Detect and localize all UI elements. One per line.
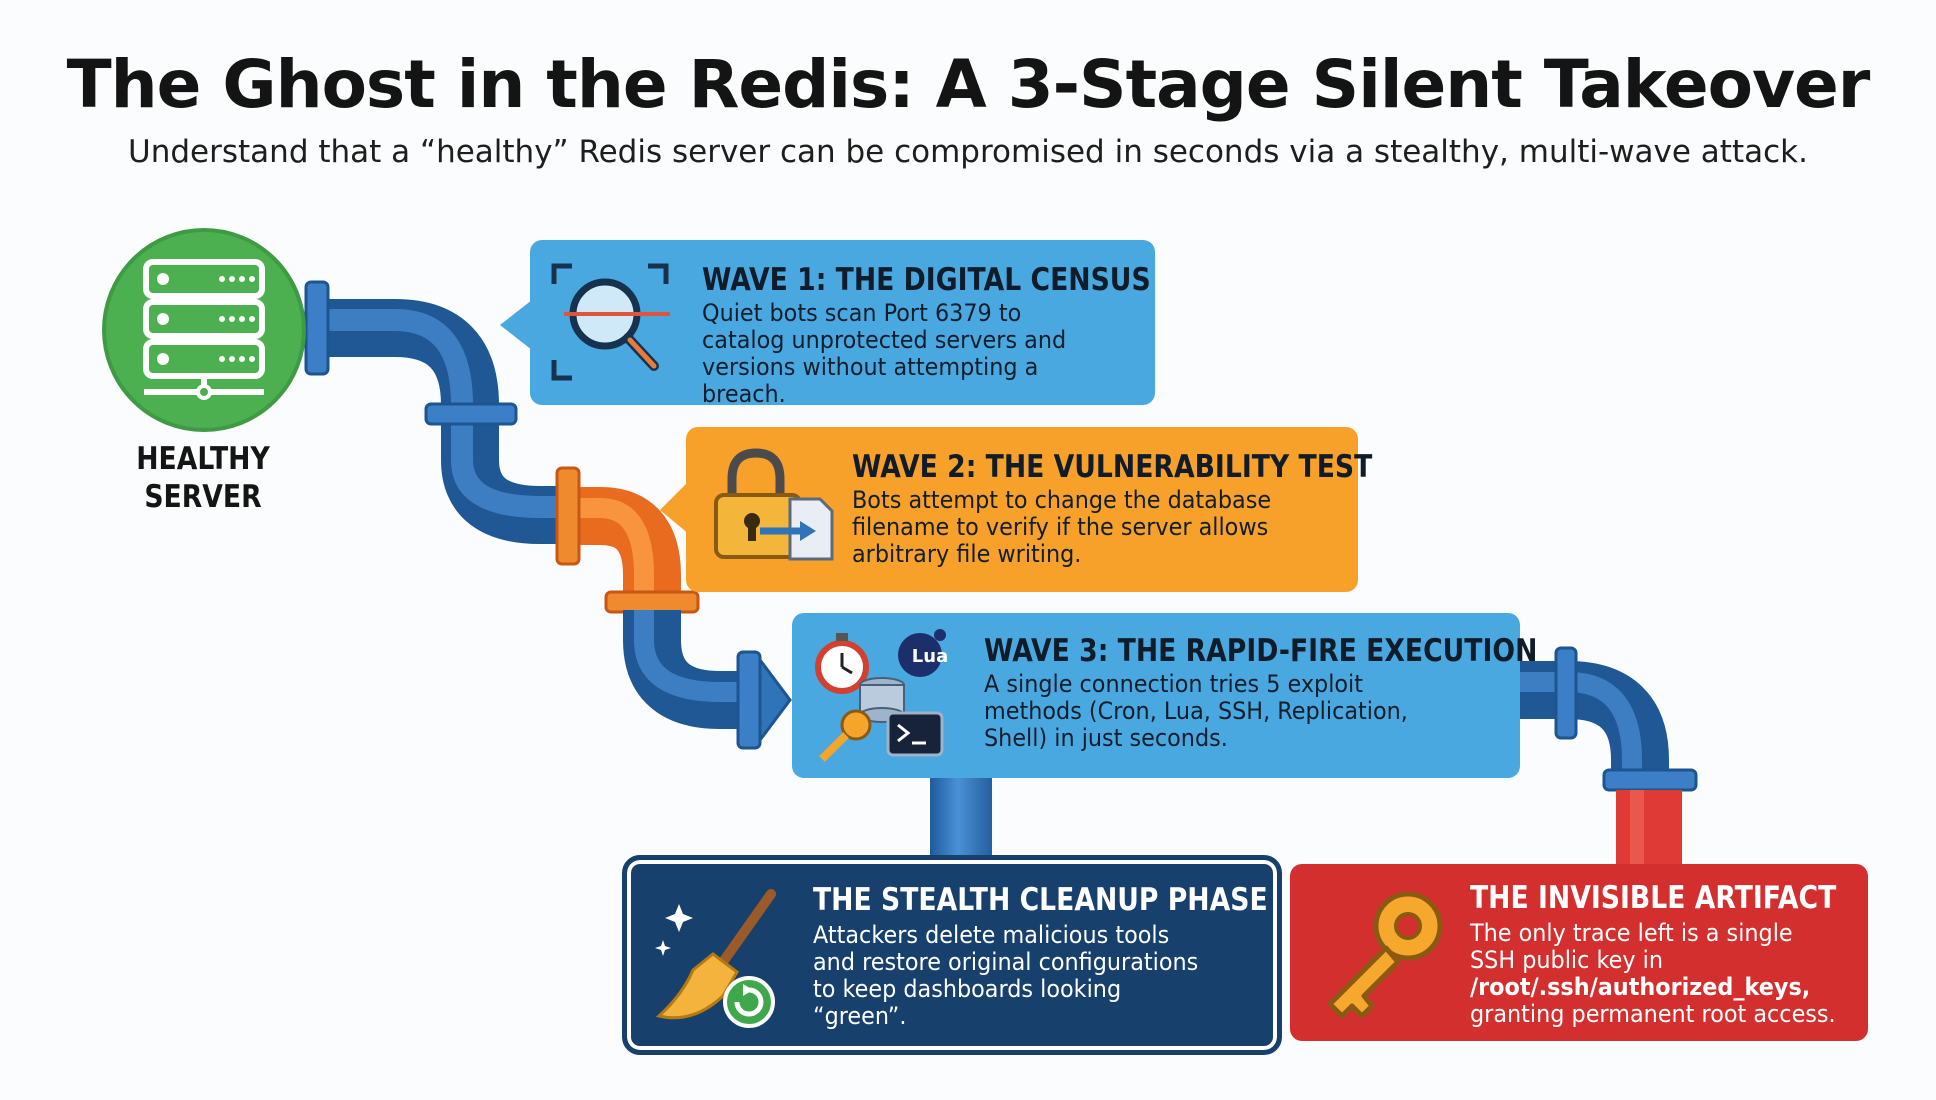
magnifier-scan-icon [551, 263, 670, 381]
artifact-body-after: granting permanent root access. [1470, 1000, 1836, 1028]
pipe-segment-server [304, 280, 570, 544]
wave-1-body: Quiet bots scan Port 6379 to catalog unp… [702, 299, 1067, 408]
server-label-line2: SERVER [144, 479, 262, 515]
server-label-line1: HEALTHY [136, 441, 270, 477]
wave-2-body: Bots attempt to change the database file… [852, 486, 1272, 568]
broom-restore-icon [655, 889, 776, 1028]
card2-pointer [660, 480, 690, 535]
artifact-body-before: The only trace left is a single SSH publ… [1470, 919, 1793, 974]
server-rack-icon [102, 228, 306, 432]
stealth-cleanup-card: THE STEALTH CLEANUP PHASE Attackers dele… [622, 855, 1282, 1055]
exploit-tools-icon [815, 629, 946, 762]
padlock-file-icon [714, 448, 834, 561]
lua-badge: Lua [911, 646, 949, 667]
artifact-title: THE INVISIBLE ARTIFACT [1470, 880, 1837, 916]
wave-3-body: A single connection tries 5 exploit meth… [984, 670, 1408, 752]
authorized-keys-path: /root/.ssh/authorized_keys, [1470, 973, 1811, 1001]
lua-badge-icon [898, 633, 942, 677]
wave-1-title: WAVE 1: THE DIGITAL CENSUS [702, 262, 1151, 298]
key-icon [1327, 891, 1443, 1019]
wave-3-title: WAVE 3: THE RAPID-FIRE EXECUTION [984, 633, 1538, 669]
page-subtitle: Understand that a “healthy” Redis server… [128, 134, 1808, 170]
artifact-body: The only trace left is a single SSH publ… [1470, 920, 1842, 1028]
card1-pointer [500, 300, 532, 350]
wave-2-title: WAVE 2: THE VULNERABILITY TEST [852, 449, 1373, 485]
wave-2-card: WAVE 2: THE VULNERABILITY TEST Bots atte… [686, 427, 1372, 592]
pipe-segment-orange [555, 466, 700, 614]
invisible-artifact-card: THE INVISIBLE ARTIFACT The only trace le… [1290, 864, 1868, 1041]
pipe-segment-cleanup [930, 775, 992, 860]
server-label: HEALTHY SERVER [130, 440, 276, 516]
pipe-segment-wave3 [623, 610, 792, 750]
wave-3-card: Lua WAVE 3: THE RAPID-FIRE EXECUTION A s… [792, 613, 1537, 778]
page-title: The Ghost in the Redis: A 3-Stage Silent… [66, 46, 1871, 123]
cleanup-title: THE STEALTH CLEANUP PHASE [813, 882, 1268, 918]
pipe-segment-artifact [1518, 646, 1698, 866]
cleanup-body: Attackers delete malicious tools and res… [813, 921, 1199, 1030]
wave-1-card: WAVE 1: THE DIGITAL CENSUS Quiet bots sc… [530, 240, 1155, 408]
